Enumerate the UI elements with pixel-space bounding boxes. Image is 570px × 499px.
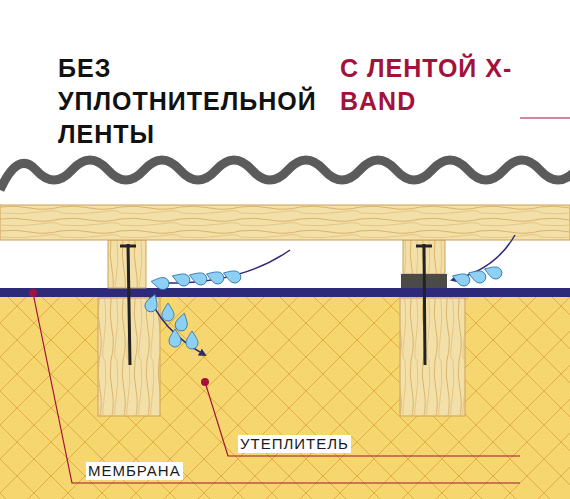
- membrane-label: МЕМБРАНА: [86, 462, 183, 480]
- heading-with-tape: С ЛЕНТОЙ X-BAND: [340, 52, 540, 118]
- heading-without-tape: БЕЗ УПЛОТНИТЕЛЬНОЙ ЛЕНТЫ: [58, 52, 358, 151]
- insulation-label: УТЕПЛИТЕЛЬ: [238, 435, 351, 453]
